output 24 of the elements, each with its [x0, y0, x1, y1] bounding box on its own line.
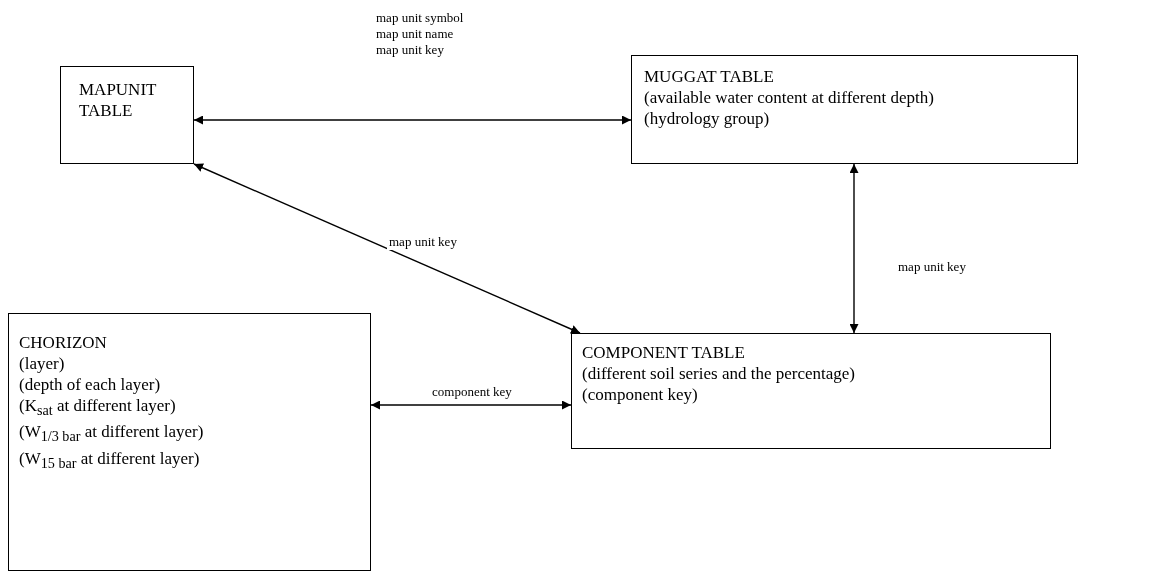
table-box — [8, 313, 371, 571]
edge-label: map unit key — [387, 234, 459, 250]
field-text: (layer) — [19, 353, 66, 374]
table-box — [60, 66, 194, 164]
table-box — [571, 333, 1051, 449]
double-arrow — [193, 163, 581, 334]
field-text: (depth of each layer) — [19, 374, 162, 395]
double-arrow — [849, 163, 859, 334]
field-text: (different soil series and the percentage) — [582, 363, 856, 384]
table-title: MAPUNIT TABLE — [79, 79, 158, 121]
table-box — [631, 55, 1078, 164]
edge-label: map unit key — [896, 259, 968, 275]
field-text: (available water content at different depth) — [644, 87, 935, 108]
table-title: COMPONENT TABLE — [582, 342, 746, 363]
double-arrow — [370, 400, 572, 410]
field-text: (W$_{15 bar}$ at different layer) — [19, 447, 201, 474]
edge-label: component key — [430, 384, 514, 400]
table-title: MUGGAT TABLE — [644, 66, 775, 87]
field-text: (K$_{sat}$ at different layer) — [19, 395, 177, 421]
double-arrow — [193, 115, 632, 125]
field-text: (component key) — [582, 384, 699, 405]
field-text: (W$_{1/3 bar}$ at different layer) — [19, 421, 205, 447]
table-title: CHORIZON — [19, 332, 108, 353]
field-text: (hydrology group) — [644, 108, 771, 129]
